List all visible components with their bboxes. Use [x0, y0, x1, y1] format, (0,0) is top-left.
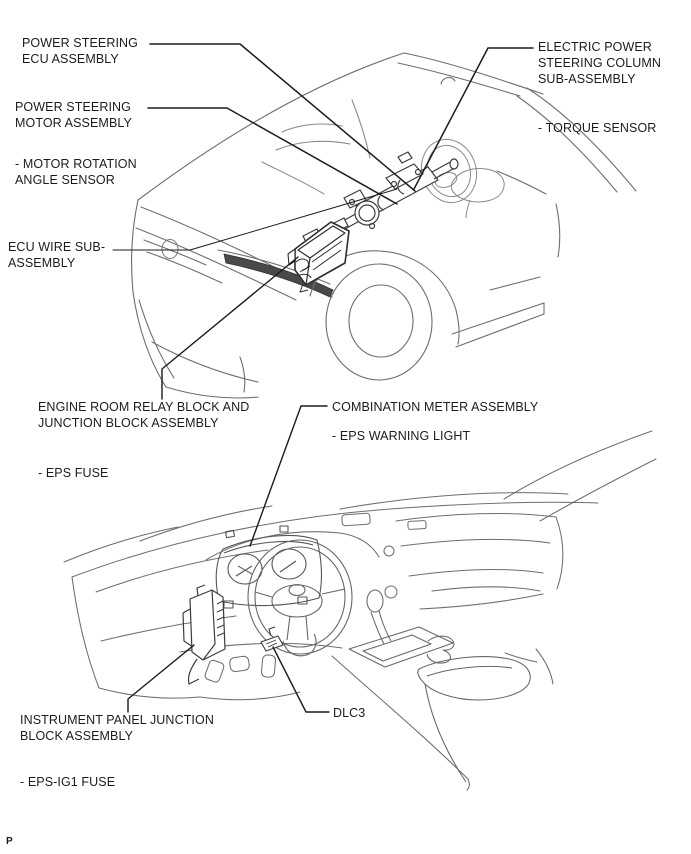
- interior-steering-wheel-detail: [237, 539, 353, 657]
- label-power-steering-ecu-assembly: POWER STEERING ECU ASSEMBLY: [22, 36, 138, 66]
- car-exterior-illustration: [131, 52, 637, 399]
- relay-block-detail: [287, 221, 350, 293]
- leader-engine-room-relay-block: [161, 256, 299, 400]
- leader-combination-meter: [249, 405, 328, 547]
- junction-block-detail: [182, 584, 226, 685]
- label-instrument-panel-junction-block: INSTRUMENT PANEL JUNCTION BLOCK ASSEMBLY: [20, 713, 214, 743]
- shifter-console-detail: [348, 589, 531, 783]
- headlight-shape: [223, 253, 334, 298]
- label-motor-rotation-angle-sensor: - MOTOR ROTATION ANGLE SENSOR: [15, 157, 137, 187]
- page-footer-mark: P: [6, 836, 13, 847]
- label-torque-sensor: - TORQUE SENSOR: [538, 121, 657, 135]
- instrument-cluster-detail: [215, 525, 322, 609]
- leader-dlc3: [272, 646, 330, 713]
- label-eps-fuse: - EPS FUSE: [38, 466, 109, 480]
- label-ecu-wire-sub-assembly: ECU WIRE SUB- ASSEMBLY: [8, 240, 106, 270]
- front-wheel: [325, 263, 433, 381]
- label-engine-room-relay-block: ENGINE ROOM RELAY BLOCK AND JUNCTION BLO…: [38, 400, 250, 430]
- leader-ecu-wire: [112, 188, 398, 251]
- leader-eps-column: [413, 47, 534, 190]
- label-power-steering-motor-assembly: POWER STEERING MOTOR ASSEMBLY: [15, 100, 132, 130]
- leader-instrument-panel-junction-block: [127, 644, 195, 713]
- leader-power-steering-motor: [147, 107, 398, 205]
- leader-lines: [112, 43, 534, 713]
- label-dlc3: DLC3: [333, 706, 366, 720]
- label-eps-warning-light: - EPS WARNING LIGHT: [332, 429, 471, 443]
- label-combination-meter-assembly: COMBINATION METER ASSEMBLY: [332, 400, 539, 414]
- label-electric-power-steering-column: ELECTRIC POWER STEERING COLUMN SUB-ASSEM…: [538, 40, 662, 86]
- leader-power-steering-ecu: [149, 43, 416, 192]
- dlc3-connector-detail: [260, 626, 284, 652]
- label-eps-ig1-fuse: - EPS-IG1 FUSE: [20, 775, 116, 789]
